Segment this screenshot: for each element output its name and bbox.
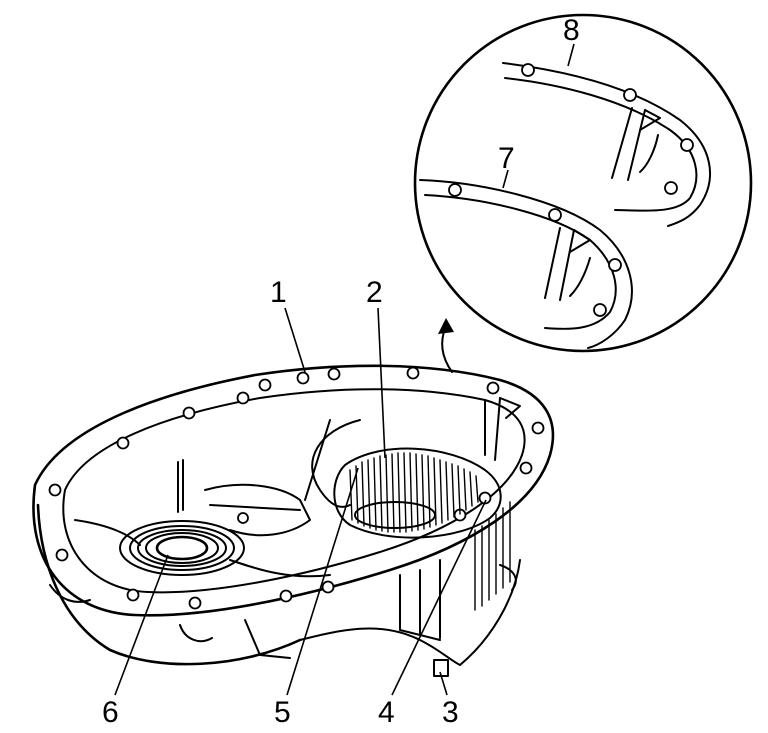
seal-ring bbox=[145, 532, 219, 564]
inset-bolt-hole bbox=[608, 258, 622, 272]
detail-inset bbox=[413, 13, 753, 353]
detail-arrow-head bbox=[438, 318, 454, 334]
inset-rib bbox=[559, 229, 575, 301]
flange-bolt-hole bbox=[321, 580, 335, 594]
inset-rib bbox=[639, 134, 659, 173]
inset-bolt-hole bbox=[623, 88, 637, 102]
inset-bolt-hole bbox=[548, 208, 562, 222]
flange-bolt-hole bbox=[327, 367, 341, 381]
lower-structure bbox=[399, 559, 441, 641]
flange-bolt-hole bbox=[48, 483, 62, 497]
callout-3-leader bbox=[439, 671, 448, 696]
cooling-fins bbox=[474, 501, 511, 611]
flange-bolt-hole bbox=[406, 366, 420, 380]
callout-5-leader bbox=[286, 467, 359, 696]
mount-ear bbox=[244, 619, 291, 659]
gasket-edge-7-outer bbox=[419, 179, 633, 349]
callout-8: 8 bbox=[563, 14, 580, 47]
housing-web bbox=[229, 559, 331, 578]
inset-rib bbox=[611, 107, 633, 179]
inset-rib bbox=[569, 257, 591, 297]
housing-flange-outer bbox=[32, 364, 555, 617]
flange-bolt-hole bbox=[188, 596, 202, 610]
flange-bolt-hole bbox=[486, 381, 500, 395]
flange-bolt-hole bbox=[182, 406, 196, 420]
inset-rib bbox=[639, 109, 661, 131]
seal-ring bbox=[137, 529, 227, 567]
callout-3: 3 bbox=[442, 696, 459, 729]
mount-ear bbox=[49, 584, 91, 603]
internal-baffle bbox=[311, 419, 361, 508]
inset-bolt-hole bbox=[680, 138, 694, 152]
inset-bolt-hole bbox=[521, 63, 535, 77]
oil-channel bbox=[209, 504, 301, 511]
inset-bolt-hole bbox=[664, 181, 678, 195]
flange-bolt-hole bbox=[258, 378, 272, 392]
callout-7: 7 bbox=[498, 142, 515, 175]
callout-1-leader bbox=[284, 307, 306, 373]
callout-2: 2 bbox=[366, 276, 383, 309]
gear-bore bbox=[354, 501, 436, 529]
output-seal bbox=[119, 520, 245, 576]
side-rib bbox=[499, 397, 521, 419]
seal-outer-ring bbox=[119, 520, 245, 576]
leader-lines bbox=[114, 307, 487, 696]
detail-inset-circle bbox=[413, 13, 753, 353]
inset-rib bbox=[569, 229, 591, 253]
internal-baffle bbox=[304, 419, 331, 501]
callout-5: 5 bbox=[274, 696, 291, 729]
oil-channel bbox=[204, 483, 311, 537]
flange-bolt-hole bbox=[519, 461, 533, 475]
housing-lower-body bbox=[459, 559, 521, 666]
inset-bolt-hole bbox=[593, 303, 607, 317]
ring-gear-teeth bbox=[349, 452, 479, 533]
housing-lower-body bbox=[36, 503, 302, 666]
flange-bolt-hole bbox=[236, 391, 250, 405]
side-rib bbox=[494, 397, 501, 461]
callout-6: 6 bbox=[102, 696, 119, 729]
flange-bolt-hole bbox=[531, 421, 545, 435]
callout-7-leader bbox=[502, 169, 509, 189]
callout-4: 4 bbox=[378, 696, 395, 729]
detail-arrow bbox=[438, 318, 454, 373]
gasket-edge-7-inner bbox=[424, 194, 617, 330]
seal-ring bbox=[129, 525, 235, 571]
oil-channel-hole bbox=[237, 512, 249, 524]
flange-bolt-hole bbox=[55, 548, 69, 562]
inset-bolt-hole bbox=[448, 183, 462, 197]
flange-bolt-hole bbox=[296, 371, 310, 385]
housing-web bbox=[74, 519, 141, 546]
inset-rib bbox=[627, 109, 646, 181]
housing-lower-body bbox=[299, 627, 461, 666]
case-housing bbox=[32, 364, 555, 677]
callout-8-leader bbox=[567, 43, 575, 67]
seal-bore bbox=[155, 535, 209, 561]
callout-6-leader bbox=[114, 554, 169, 696]
callout-labels: 1 2 3 4 5 6 7 8 bbox=[102, 14, 580, 729]
callout-2-leader bbox=[377, 307, 386, 459]
mount-ear bbox=[179, 624, 213, 643]
flange-bolt-hole bbox=[279, 589, 293, 603]
flange-bolt-hole bbox=[116, 436, 130, 450]
callout-4-leader bbox=[391, 499, 487, 696]
callout-1: 1 bbox=[270, 276, 287, 309]
gasket-edge-8-outer bbox=[502, 62, 712, 227]
flange-bolt-hole bbox=[126, 588, 140, 602]
inset-rib bbox=[544, 227, 561, 299]
